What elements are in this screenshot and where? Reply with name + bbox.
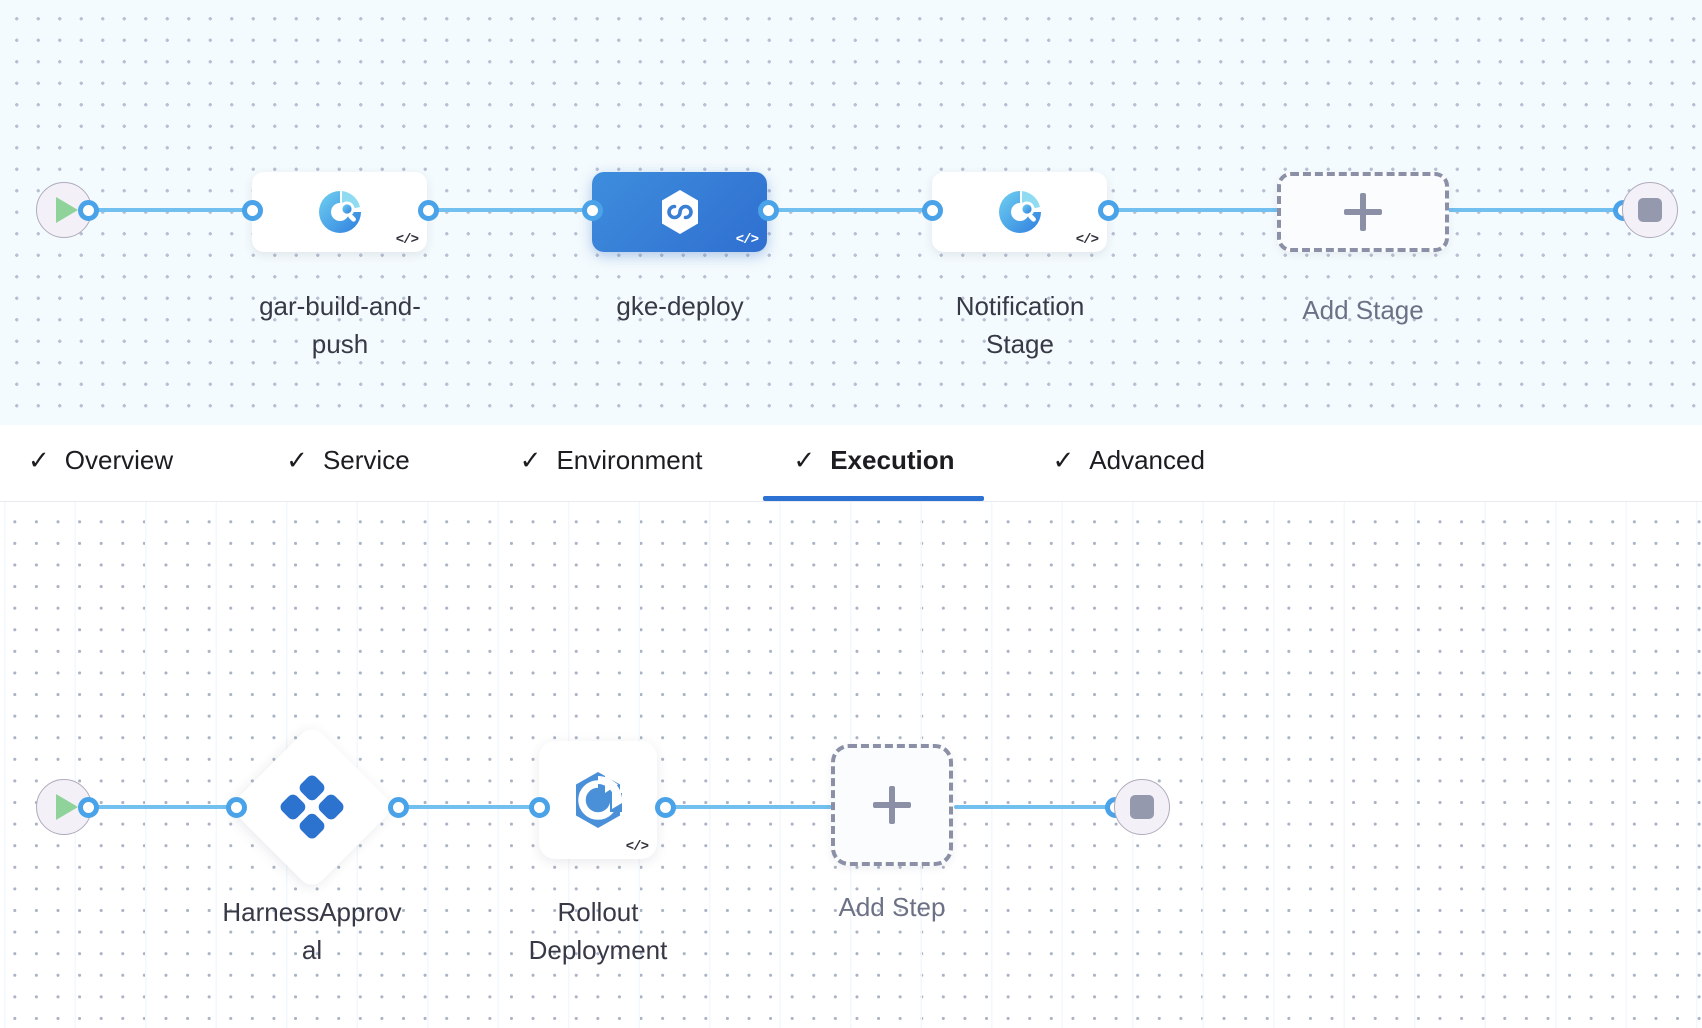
ci-stage-icon [998, 191, 1041, 233]
edge-start-to-stage-1 [86, 208, 258, 212]
check-icon: ✓ [286, 445, 308, 475]
tab-label: Advanced [1089, 444, 1205, 475]
port-stage-2-in[interactable] [582, 200, 603, 221]
port-step-2-in[interactable] [529, 797, 550, 818]
cd-deploy-stage-icon [661, 190, 698, 234]
port-step-1-in[interactable] [226, 797, 247, 818]
edge-stage-2-to-stage-3 [760, 208, 935, 212]
execution-end-node[interactable] [1114, 779, 1170, 835]
tab-label: Environment [556, 444, 703, 475]
add-stage-label: Add Stage [1302, 295, 1424, 325]
tab-label: Service [322, 444, 410, 475]
edge-add-to-end [954, 805, 1124, 809]
tab-execution[interactable]: ✓ Execution [763, 425, 985, 501]
port-stage-3-out[interactable] [1098, 200, 1119, 221]
stage-label-gke-deploy: gke-deploy [550, 288, 810, 326]
stage-label-line-2: push [311, 328, 369, 359]
add-step-button[interactable] [831, 744, 953, 866]
ci-stage-icon [318, 191, 361, 233]
rollout-deployment-icon [576, 772, 627, 828]
tab-service[interactable]: ✓ Service [286, 425, 410, 501]
tab-environment[interactable]: ✓ Environment [520, 425, 703, 501]
play-icon [56, 197, 78, 223]
stage-label-line-1: Notification [955, 291, 1085, 321]
stage-node-gar-build-and-push[interactable]: </> [252, 172, 427, 252]
edge-step-1-to-step-2 [390, 805, 540, 809]
step-label-harness-approval: HarnessApprov al [192, 894, 432, 969]
port-step-1-out[interactable] [388, 797, 409, 818]
tab-label: Overview [64, 444, 174, 475]
step-node-rollout-deployment[interactable]: </> [539, 741, 657, 859]
stage-label-line-2: Stage [986, 328, 1054, 359]
code-badge-icon: </> [395, 232, 419, 248]
play-icon [56, 794, 78, 820]
harness-approval-icon [280, 775, 344, 839]
code-badge-icon: </> [735, 232, 759, 248]
pipeline-end-node[interactable] [1622, 182, 1678, 238]
port-stage-1-in[interactable] [242, 200, 263, 221]
harness-approval-icon-wrap [277, 772, 347, 842]
step-label-line-2: al [301, 934, 323, 965]
step-label-line-2: Deployment [528, 934, 668, 965]
step-label-rollout-deployment: Rollout Deployment [478, 894, 718, 969]
edge-stage-3-to-add [1098, 208, 1278, 212]
check-icon: ✓ [519, 445, 542, 475]
step-label-line-1: Rollout [557, 897, 639, 927]
step-label-line-1: HarnessApprov [222, 897, 402, 927]
add-step-label: Add Step [838, 892, 946, 922]
stage-label-gar-build-and-push: gar-build-and- push [210, 288, 470, 363]
edge-start-to-step-1 [86, 805, 236, 809]
stage-node-notification-stage[interactable]: </> [932, 172, 1107, 252]
stage-config-tabs[interactable]: ✓ Overview ✓ Service ✓ Environment ✓ Exe… [0, 425, 1702, 502]
edge-step-2-to-add [662, 805, 832, 809]
port-exec-start-out[interactable] [78, 797, 99, 818]
plus-icon [873, 786, 911, 824]
tab-advanced[interactable]: ✓ Advanced [1052, 425, 1204, 501]
stage-label-line-1: gke-deploy [616, 291, 744, 321]
check-icon: ✓ [793, 445, 816, 475]
code-badge-icon: </> [625, 839, 649, 855]
tab-label: Execution [830, 444, 955, 475]
stage-label-line-1: gar-build-and- [259, 291, 421, 321]
stop-icon [1638, 198, 1662, 222]
port-stage-1-out[interactable] [418, 200, 439, 221]
port-start-out[interactable] [78, 200, 99, 221]
execution-steps-canvas[interactable]: HarnessApprov al </> Rollout Deployment … [0, 502, 1702, 1028]
port-stage-2-out[interactable] [758, 200, 779, 221]
port-stage-3-in[interactable] [922, 200, 943, 221]
stage-pipeline-canvas[interactable]: </> gar-build-and- push </> gke-deploy [0, 0, 1702, 425]
stage-node-gke-deploy[interactable]: </> [592, 172, 767, 252]
edge-stage-1-to-stage-2 [420, 208, 598, 212]
stage-label-notification-stage: Notification Stage [890, 288, 1150, 363]
check-icon: ✓ [28, 445, 50, 475]
stop-icon [1130, 795, 1154, 819]
plus-icon [1344, 193, 1382, 231]
port-step-2-out[interactable] [655, 797, 676, 818]
check-icon: ✓ [1052, 445, 1075, 475]
add-stage-button[interactable] [1277, 172, 1449, 252]
edge-add-to-end [1445, 208, 1625, 212]
tab-overview[interactable]: ✓ Overview [28, 425, 173, 501]
code-badge-icon: </> [1075, 232, 1099, 248]
